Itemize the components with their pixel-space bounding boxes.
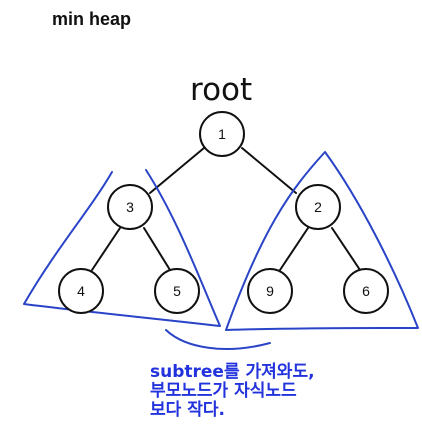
subtree-outlines xyxy=(23,151,419,350)
annotation-line-1: subtree를 가져와도, xyxy=(150,362,315,382)
comparison-arc xyxy=(165,329,271,350)
edge-2-9 xyxy=(279,227,309,271)
diagram-title: min heap xyxy=(52,9,132,29)
node-9: 9 xyxy=(247,268,293,314)
node-label: 9 xyxy=(266,283,274,299)
node-4: 4 xyxy=(58,268,104,314)
node-1: 1 xyxy=(199,111,245,157)
node-label: 4 xyxy=(77,283,85,299)
node-circle xyxy=(343,268,389,314)
node-circle xyxy=(107,184,153,230)
node-6: 6 xyxy=(343,268,389,314)
edge-3-5 xyxy=(143,227,171,271)
node-circle xyxy=(58,268,104,314)
node-circle xyxy=(247,268,293,314)
node-label: 1 xyxy=(218,126,226,142)
annotation-note: subtree를 가져와도, 부모노드가 자식노드 보다 작다. xyxy=(150,363,315,420)
right-subtree-outline xyxy=(225,151,419,331)
node-3: 3 xyxy=(107,184,153,230)
node-circle xyxy=(199,111,245,157)
node-label: 6 xyxy=(362,283,370,299)
annotation-line-2: 부모노드가 자식노드 xyxy=(150,381,297,401)
root-label: root xyxy=(190,72,252,108)
edge-1-2 xyxy=(241,147,297,194)
node-label: 3 xyxy=(126,199,134,215)
node-circle xyxy=(154,268,200,314)
node-label: 2 xyxy=(314,199,322,215)
annotation-line-3: 보다 작다. xyxy=(150,400,225,420)
node-label: 5 xyxy=(173,283,181,299)
tree-edges xyxy=(91,147,361,271)
node-circle xyxy=(295,184,341,230)
edge-1-3 xyxy=(149,147,205,194)
edge-3-4 xyxy=(91,227,121,271)
left-subtree-outline xyxy=(23,169,221,327)
node-5: 5 xyxy=(154,268,200,314)
edge-2-6 xyxy=(331,227,361,271)
node-2: 2 xyxy=(295,184,341,230)
